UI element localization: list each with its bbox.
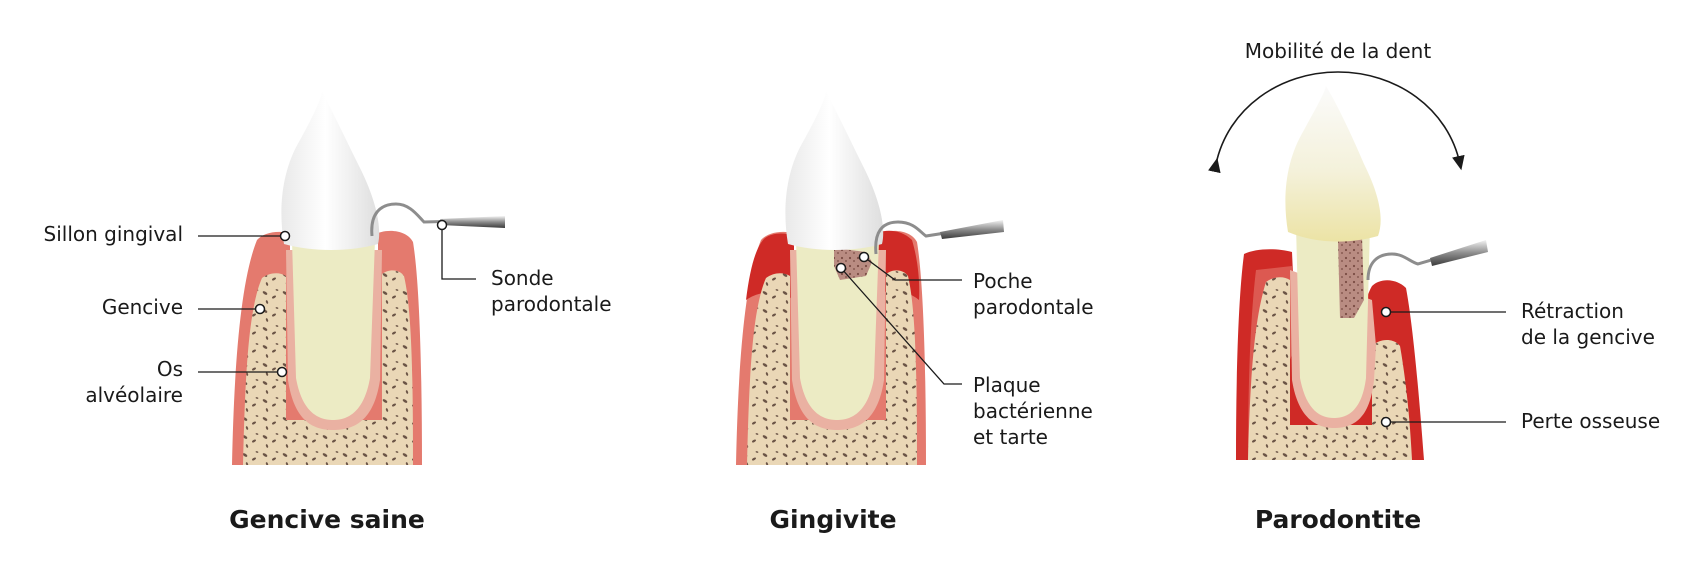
- title-healthy: Gencive saine: [229, 505, 425, 534]
- healthy-probe: [370, 202, 506, 237]
- leader-sonde: [441, 225, 476, 280]
- label-mobilite: Mobilité de la dent: [1245, 39, 1432, 63]
- periodontitis-crown: [1285, 86, 1381, 242]
- periodontitis-bone: [1248, 277, 1412, 460]
- gingivitis-probe: [874, 220, 1004, 255]
- label-poche-line1: Poche: [973, 269, 1033, 293]
- panel-healthy: Sillon gingival Gencive Os alvéolaire So…: [44, 92, 612, 534]
- panel-gingivitis: Poche parodontale Plaque bactérienne et …: [736, 92, 1094, 534]
- dot-perte: [1380, 416, 1392, 428]
- label-plaque-line3: et tarte: [973, 425, 1048, 449]
- gingivitis-bone: [747, 270, 917, 465]
- healthy-crown: [281, 92, 380, 250]
- label-retraction-line1: Rétraction: [1521, 299, 1624, 323]
- panel-periodontitis: Mobilité de la dent Rétraction de la gen…: [1208, 39, 1660, 534]
- healthy-root: [292, 240, 375, 420]
- label-plaque-line1: Plaque: [973, 373, 1041, 397]
- dot-poche: [858, 251, 870, 263]
- gingivitis-crown: [785, 92, 884, 250]
- dot-os: [276, 366, 288, 378]
- label-plaque-line2: bactérienne: [973, 399, 1093, 423]
- leader-plaque: [840, 267, 962, 385]
- label-os-line2: alvéolaire: [85, 383, 183, 407]
- title-gingivitis: Gingivite: [769, 505, 896, 534]
- mobility-arrow: [1208, 71, 1465, 174]
- dot-sillon: [279, 230, 291, 242]
- dot-gencive: [254, 303, 266, 315]
- periodontitis-probe: [1366, 240, 1488, 281]
- label-os-line1: Os: [157, 357, 183, 381]
- title-periodontitis: Parodontite: [1255, 505, 1421, 534]
- dot-plaque: [835, 262, 847, 274]
- dot-retraction: [1380, 306, 1392, 318]
- leader-poche: [863, 256, 962, 281]
- periodontitis-plaque: [1338, 236, 1364, 318]
- label-sonde-line2: parodontale: [491, 292, 612, 316]
- label-sillon: Sillon gingival: [44, 222, 183, 246]
- label-poche-line2: parodontale: [973, 295, 1094, 319]
- label-retraction-line2: de la gencive: [1521, 325, 1655, 349]
- healthy-bone: [243, 270, 413, 465]
- gingivitis-root: [796, 240, 879, 420]
- label-sonde-line1: Sonde: [491, 266, 554, 290]
- label-perte: Perte osseuse: [1521, 409, 1660, 433]
- dot-sonde: [436, 219, 448, 231]
- label-gencive: Gencive: [102, 295, 183, 319]
